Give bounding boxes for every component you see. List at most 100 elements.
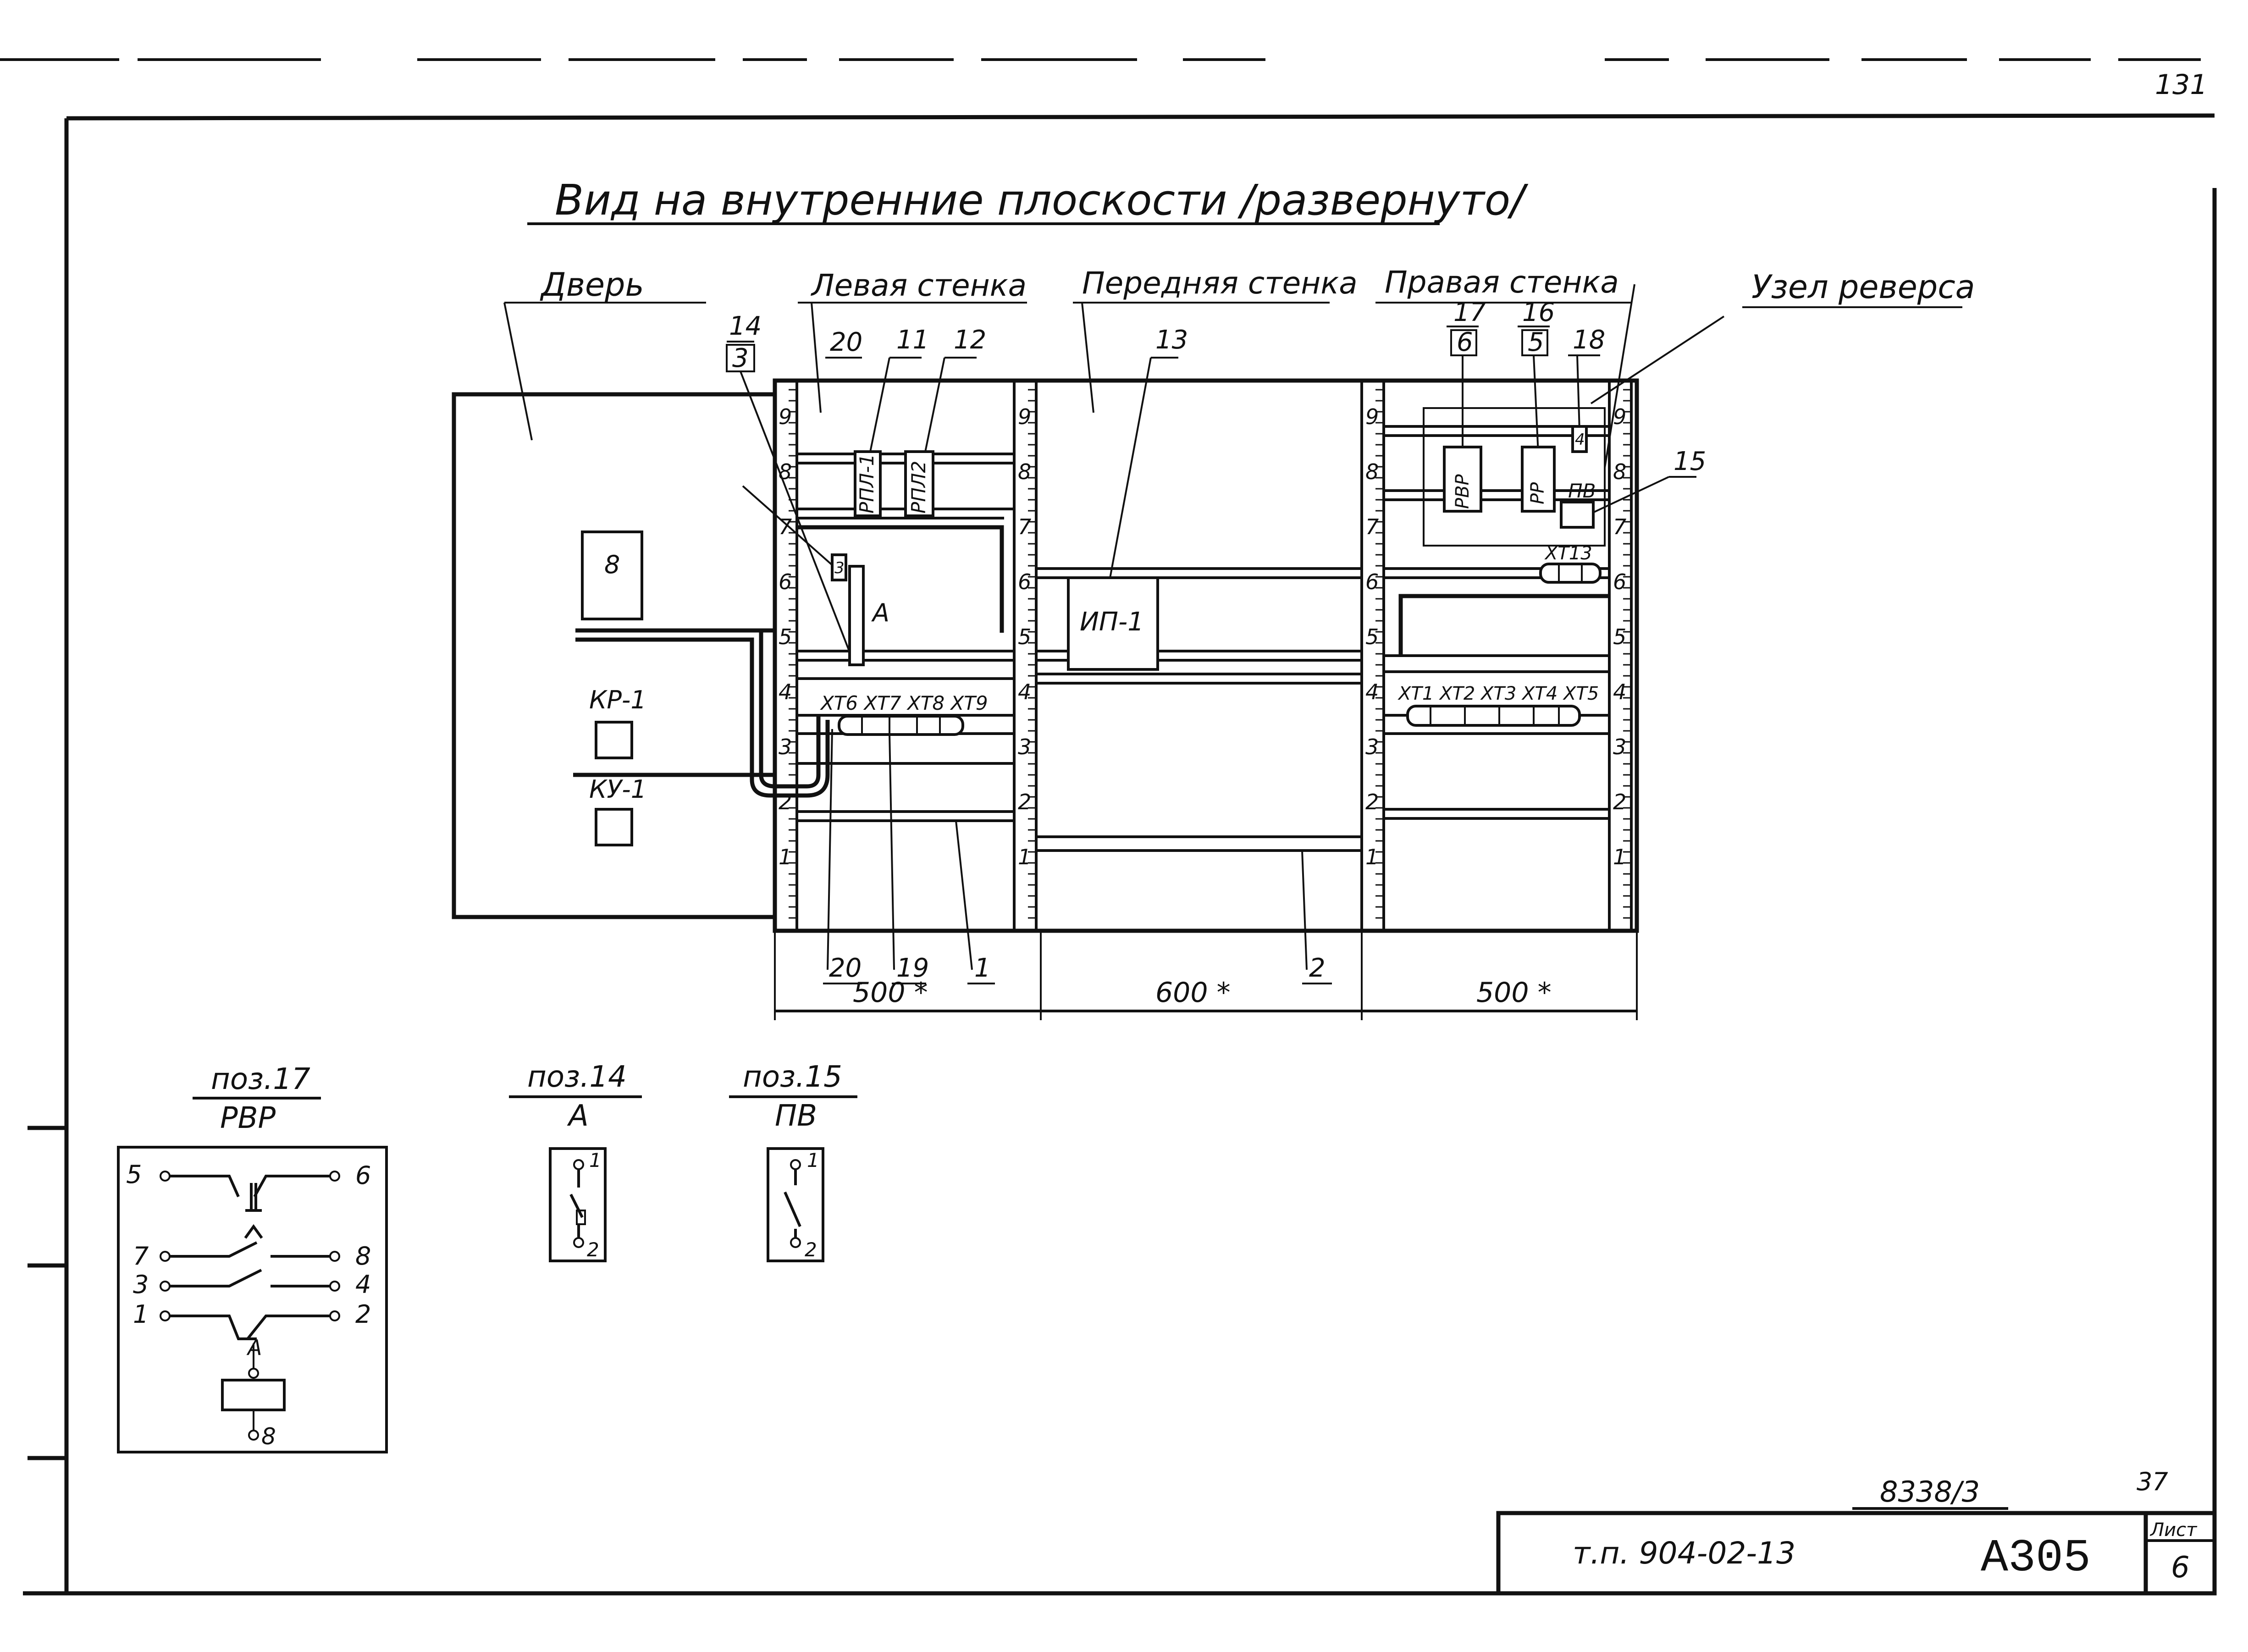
detail-pos14: поз.14 А 1 2 [509, 1060, 642, 1262]
rvr-terminal-8: 8 [355, 1242, 371, 1271]
walls-box [773, 378, 1639, 933]
bottom-callouts: 20 19 1 2 [823, 729, 1332, 984]
left-wall-20-callout: 20 [830, 327, 862, 357]
pos17-subtitle: РВР [220, 1101, 276, 1135]
scale-number: 5 [779, 624, 792, 649]
door-header: Дверь [540, 266, 644, 304]
left-wall-content: 20 11 12 14 3 РПЛ-1 РПЛ2 3 А [726, 302, 1013, 822]
scale-number: 2 [779, 790, 792, 814]
right-wall-15-callout: 15 [1674, 447, 1706, 476]
right-wall-header: Правая стенка [1385, 265, 1619, 300]
scale-number: 8 [1018, 459, 1031, 484]
pv-switch [1560, 501, 1595, 529]
scale-number: 2 [1613, 790, 1626, 814]
callout-1: 1 [974, 953, 991, 983]
ip1-device [1067, 576, 1159, 671]
rpl2-relay [904, 450, 934, 517]
title-block: 8338/3 37 т.п. 904-02-13 А305 Лист 6 [1496, 1467, 2217, 1596]
dimension-left: 500 * [853, 977, 928, 1009]
terminal-block-right [1406, 705, 1581, 727]
page-corner: 37 [2137, 1467, 2168, 1496]
scale-number: 7 [1365, 514, 1379, 539]
pos14-subtitle: А [567, 1099, 589, 1133]
scale-number: 6 [1613, 569, 1626, 594]
sheet-frame [23, 113, 2217, 1596]
series-number: т.п. 904-02-13 [1573, 1536, 1795, 1571]
rvr-terminal-6: 6 [355, 1161, 371, 1190]
scale-number: 8 [1365, 459, 1379, 484]
front-wall-header: Передняя стенка [1082, 265, 1358, 301]
door-device-8-label: 8 [604, 550, 620, 579]
front-wall-content: 13 ИП-1 [1037, 302, 1361, 852]
scale-number: 8 [1613, 459, 1626, 484]
rvr-terminal-3: 3 [133, 1270, 149, 1299]
rvr-coil [221, 1379, 286, 1411]
rvr-terminal-5: 5 [126, 1160, 142, 1189]
terminals-right-label: ХТ1 ХТ2 ХТ3 ХТ4 ХТ5 [1397, 683, 1599, 704]
pos15-subtitle: ПВ [775, 1099, 817, 1133]
scale-number: 4 [779, 680, 792, 704]
doc-number: 8338/3 [1880, 1475, 1980, 1508]
terminals-left-label: ХТ6 ХТ7 ХТ8 ХТ9 [820, 692, 988, 714]
callout-19: 19 [896, 953, 929, 983]
scale-number: 5 [1365, 624, 1379, 649]
right-wall-content: 17 6 16 5 18 15 РВР РР [1385, 284, 1725, 820]
sheet-label: Лист [2149, 1519, 2198, 1541]
pos15-title: поз.15 [743, 1060, 842, 1094]
rvr-relay [1443, 446, 1482, 513]
pos14-title: поз.14 [527, 1060, 627, 1094]
scale-number: 3 [1365, 735, 1379, 759]
scale-strip-2 [1013, 379, 1038, 932]
left-wall-11-callout: 11 [896, 325, 929, 355]
rvr-terminal-1: 1 [133, 1300, 149, 1329]
document-code: А305 [1981, 1533, 2091, 1585]
left-wall-header: Левая стенка [811, 268, 1027, 303]
ip1-label: ИП-1 [1080, 607, 1144, 637]
scale-number: 1 [1365, 845, 1379, 869]
scale-number: 8 [779, 459, 792, 484]
left-wall-12-callout: 12 [954, 325, 986, 355]
scale-strip-3 [1360, 379, 1385, 932]
scale-number: 4 [1365, 680, 1379, 704]
callout-20-bottom: 20 [829, 953, 862, 983]
dimension-right: 500 * [1476, 977, 1552, 1009]
scale-strip-4 [1608, 379, 1633, 932]
scale-number: 3 [779, 735, 792, 759]
scale-number: 5 [1018, 624, 1031, 649]
detail-pos15: поз.15 ПВ 1 2 [729, 1060, 857, 1262]
ammeter-a-label: А [871, 598, 889, 627]
drawing-title: Вид на внутренние плоскости /развернуто/ [555, 176, 1529, 225]
scale-number: 1 [1018, 845, 1031, 869]
sheet-number: 6 [2171, 1551, 2190, 1585]
kr1-button [595, 721, 633, 759]
rvr-terminal-4: 4 [355, 1270, 371, 1299]
detail-pos17: поз.17 РВР 5 6 7 8 3 4 1 2 А [117, 1062, 388, 1453]
page-number-top: 131 [2155, 69, 2208, 101]
right-wall-16-callout: 16 [1522, 298, 1555, 327]
pv-label: ПВ [1568, 480, 1596, 502]
rpl1-relay [854, 450, 882, 517]
scale-number: 9 [779, 404, 792, 429]
small-device-4-label: 4 [1575, 431, 1585, 449]
scale-number: 7 [1018, 514, 1031, 539]
callout-2: 2 [1309, 953, 1326, 983]
scale-number: 6 [1365, 569, 1379, 594]
front-wall-13-callout: 13 [1155, 325, 1188, 355]
small-device-3-label: 3 [834, 559, 845, 577]
pos15-terminal-1: 1 [807, 1149, 819, 1171]
small-device-4 [1571, 425, 1588, 453]
scale-number: 1 [1613, 845, 1626, 869]
scale-ticks [789, 389, 1631, 919]
scale-number: 4 [1018, 680, 1031, 704]
rpl2-label: РПЛ2 [907, 461, 930, 514]
rvr-label: РВР [1452, 474, 1473, 509]
right-wall-18-callout: 18 [1573, 325, 1605, 355]
dimension-lines: 500 * 600 * 500 * [774, 931, 1638, 1020]
scale-number: 9 [1018, 404, 1031, 429]
left-wall-14-callout: 14 [729, 311, 762, 341]
pos17-title: поз.17 [211, 1062, 310, 1096]
terminal-xt13-label: ХТ13 [1544, 543, 1592, 564]
scale-number: 3 [1018, 735, 1031, 759]
